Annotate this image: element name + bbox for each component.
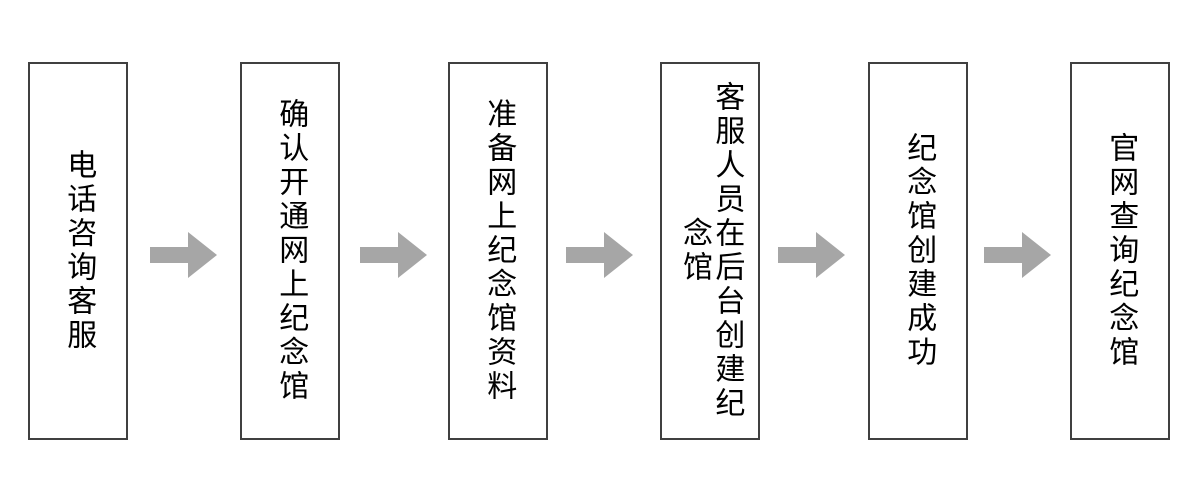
process-node-label: 纪念馆创建成功: [901, 132, 937, 370]
process-node-step-5[interactable]: 纪念馆创建成功: [868, 62, 968, 440]
process-node-label: 官网查询纪念馆: [1103, 132, 1139, 370]
process-node-step-3[interactable]: 准备网上纪念馆资料: [448, 62, 548, 440]
process-node-step-4[interactable]: 客服人员在后台创建纪念馆: [660, 62, 760, 440]
arrow-right-icon: [360, 231, 428, 279]
arrow-right-icon: [984, 231, 1052, 279]
process-node-label: 准备网上纪念馆资料: [481, 98, 517, 404]
arrow-right-icon: [566, 231, 634, 279]
process-node-label: 确认开通网上纪念馆: [273, 98, 309, 404]
process-node-step-6[interactable]: 官网查询纪念馆: [1070, 62, 1170, 440]
arrow-right-icon: [150, 231, 218, 279]
process-node-step-2[interactable]: 确认开通网上纪念馆: [240, 62, 340, 440]
arrow-right-icon: [778, 231, 846, 279]
process-node-label: 客服人员在后台创建纪念馆: [677, 81, 745, 421]
process-node-step-1[interactable]: 电话咨询客服: [28, 62, 128, 440]
process-node-label: 电话咨询客服: [61, 149, 97, 353]
